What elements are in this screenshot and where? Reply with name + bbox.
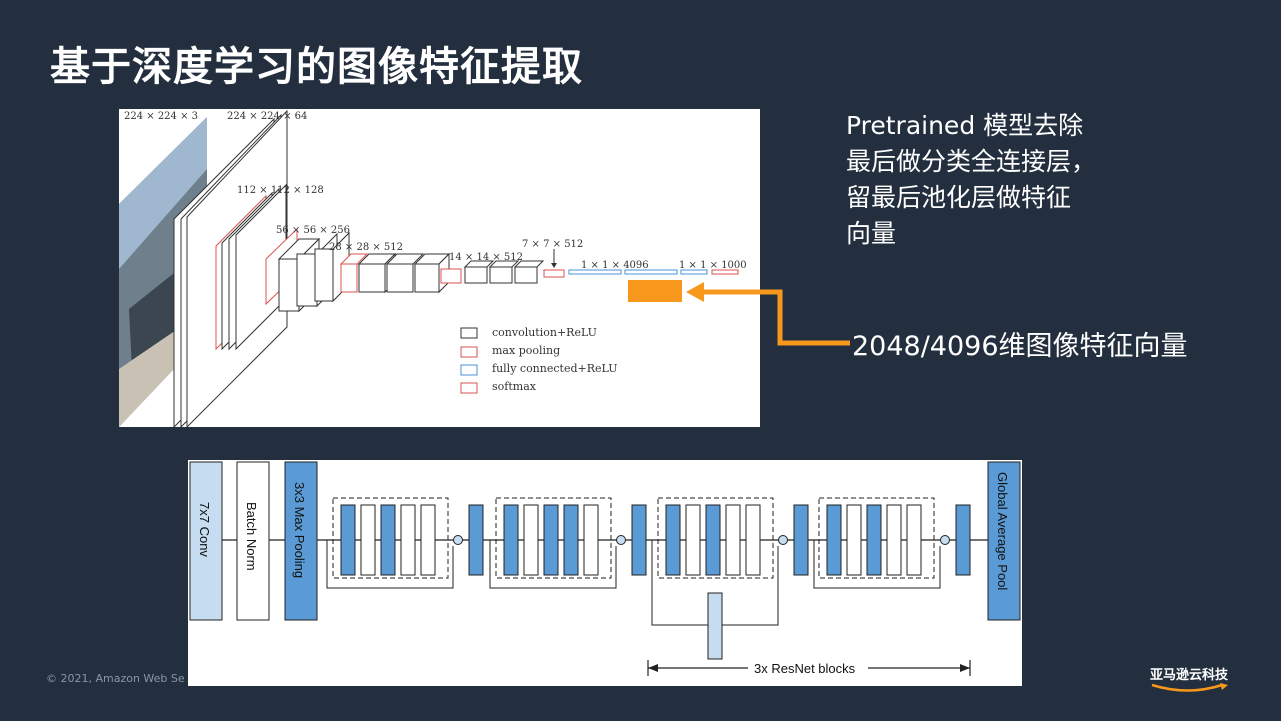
dim-label-8: 1 × 1 × 4096 — [581, 260, 649, 271]
fc-layer-3 — [680, 269, 708, 275]
legend-label-fc: fully connected+ReLU — [492, 362, 617, 375]
feature-vector-label: 2048/4096维图像特征向量 — [852, 331, 1188, 362]
fc-layer-1 — [568, 269, 622, 275]
softmax-layer — [711, 269, 739, 275]
caption-line-3: 留最后池化层做特征 — [846, 183, 1072, 212]
conv-block-4 — [339, 252, 451, 294]
caption-line-4: 向量 — [846, 219, 897, 248]
legend-label-pool: max pooling — [492, 344, 560, 357]
conv-block-3 — [265, 227, 350, 313]
dim-label-2: 224 × 224 × 64 — [227, 111, 307, 122]
dim-label-7: 7 × 7 × 512 — [522, 239, 583, 250]
batch-norm-box — [236, 461, 270, 621]
vgg-diagram: 224 × 224 × 3 224 × 224 × 64 112 × 112 ×… — [119, 109, 747, 427]
dim-label-4: 56 × 56 × 256 — [276, 225, 350, 236]
fc-layer-2 — [624, 269, 678, 275]
resnet-block-1 — [326, 497, 484, 589]
feature-highlight — [628, 280, 850, 346]
legend-label-softmax: softmax — [492, 380, 537, 393]
dim-label-3: 112 × 112 × 128 — [237, 185, 324, 196]
dim-label-6: 14 × 14 × 512 — [449, 252, 523, 263]
dim-label-5: 28 × 28 × 512 — [329, 242, 403, 253]
feature-vector-highlight — [628, 280, 682, 302]
resnet-blocks-label: 3x ResNet blocks — [754, 661, 856, 676]
final-pooling — [543, 269, 565, 278]
dim-label-9: 1 × 1 × 1000 — [679, 260, 747, 271]
resnet-block-2 — [489, 497, 647, 589]
conv-block-5 — [440, 260, 545, 284]
smile-logo-icon — [1151, 683, 1228, 692]
dim-label-1: 224 × 224 × 3 — [124, 111, 198, 122]
copyright-footer: © 2021, Amazon Web Se — [46, 672, 185, 685]
caption-line-1: Pretrained 模型去除 — [846, 111, 1084, 140]
slide-title: 基于深度学习的图像特征提取 — [50, 44, 583, 90]
brand-logo: 亚马逊云科技 — [1150, 668, 1229, 683]
batch-norm-label: Batch Norm — [244, 502, 259, 571]
legend-label-conv: convolution+ReLU — [492, 326, 597, 339]
vgg-diagram-panel: 224 × 224 × 3 224 × 224 × 64 112 × 112 ×… — [119, 109, 760, 427]
conv-block-2 — [215, 183, 287, 351]
conv-7x7-box — [189, 461, 223, 621]
global-avg-pool-label: Global Average Pool — [995, 472, 1010, 590]
resnet-diagram-panel: 7x7 Conv Batch Norm 3x3 Max Pooling — [188, 460, 1022, 686]
vgg-legend: convolution+ReLU max pooling fully conne… — [460, 326, 617, 394]
resnet-diagram: 7x7 Conv Batch Norm 3x3 Max Pooling — [189, 461, 1021, 676]
feature-arrow — [702, 289, 850, 346]
max-pool-label: 3x3 Max Pooling — [292, 482, 307, 578]
global-avg-pool-box — [987, 461, 1021, 621]
caption-text: Pretrained 模型去除 最后做分类全连接层， 留最后池化层做特征 向量 — [846, 108, 1176, 252]
resnet-block-4 — [813, 497, 971, 589]
resnet-block-3 — [651, 497, 809, 660]
max-pool-box — [284, 461, 318, 621]
caption-line-2: 最后做分类全连接层， — [846, 147, 1097, 176]
conv-7x7-label: 7x7 Conv — [197, 502, 212, 557]
